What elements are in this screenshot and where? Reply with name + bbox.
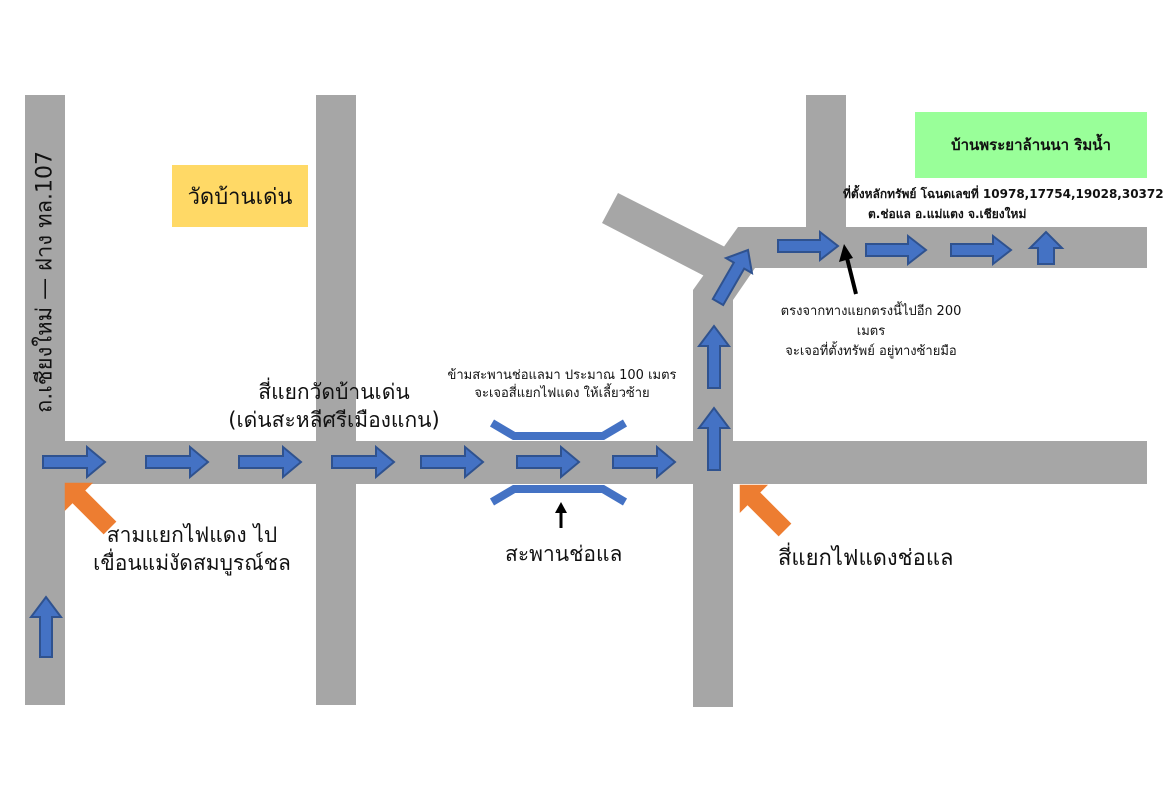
route-arrow-right [865, 233, 928, 267]
temple-label: วัดบ้านเด่น [187, 184, 293, 210]
four-way-temple-line2: (เด่นสะหลีศรีเมืองแกน) [228, 408, 440, 433]
road-main-horizontal [25, 441, 1147, 484]
straight-note-line2: เมตร [856, 324, 886, 340]
route-arrow-right [145, 444, 210, 480]
route-arrow-diagonal [711, 248, 754, 307]
bridge-lower-rail [489, 485, 628, 506]
three-way-line2: เขื่อนแม่งัดสมบูรณ์ชล [93, 551, 291, 576]
landmark-arrow-four-way-chorlae [739, 484, 792, 537]
straight-note-line3: จะเจอที่ตั้งทรัพย์ อยู่ทางซ้ายมือ [785, 344, 957, 360]
four-way-temple-line1: สี่แยกวัดบ้านเด่น [258, 380, 410, 404]
deed-info-line2: ต.ช่อแล อ.แม่แตง จ.เชียงใหม่ [868, 207, 1027, 221]
pointer-bridge [555, 502, 567, 528]
bridge-note: ข้ามสะพานช่อแลมา ประมาณ 100 เมตร จะเจอสี… [432, 367, 692, 402]
four-way-temple-label: สี่แยกวัดบ้านเด่น (เด่นสะหลีศรีเมืองแกน) [222, 378, 446, 435]
destination-box: บ้านพระยาล้านนา ริมน้ำ [915, 112, 1147, 178]
route-arrow-up [697, 324, 731, 389]
road-destination-north [806, 95, 846, 255]
route-arrow-up [29, 595, 63, 658]
pointer-destination-junction [839, 244, 858, 295]
straight-note-line1: ตรงจากทางแยกตรงนี้ไปอีก 200 [780, 304, 962, 319]
three-way-line1: สามแยกไฟแดง ไป [106, 523, 278, 547]
road-label-chiangmai-fang: ถ.เชียงใหม่ — ฝาง ทล.107 [32, 150, 58, 414]
route-arrow-up [1027, 230, 1065, 265]
bridge-label: สะพานช่อแล [505, 542, 623, 566]
pointer-arrows [555, 244, 858, 528]
three-way-label: สามแยกไฟแดง ไป เขื่อนแม่งัดสมบูรณ์ชล [78, 521, 306, 578]
four-way-chorlae-label: สี่แยกไฟแดงช่อแล [778, 546, 954, 571]
route-arrow-right [331, 444, 396, 480]
deed-info-line1: ที่ตั้งหลักทรัพย์ โฉนดเลขที่ 10978,17754… [843, 187, 1164, 201]
route-arrow-right [950, 233, 1013, 267]
route-arrow-right [420, 444, 485, 480]
route-arrow-right [516, 444, 581, 480]
straight-note: ตรงจากทางแยกตรงนี้ไปอีก 200 เมตร จะเจอที… [766, 302, 976, 362]
landmark-arrow-three-way [64, 482, 117, 535]
bridge-note-line2: จะเจอสี่แยกไฟแดง ให้เลี้ยวซ้าย [474, 385, 650, 401]
landmark-arrows [64, 482, 792, 537]
route-arrow-right [777, 229, 840, 263]
bridge-note-line1: ข้ามสะพานช่อแลมา ประมาณ 100 เมตร [447, 368, 677, 383]
route-arrow-right [42, 444, 107, 480]
road-temple-cross [316, 95, 356, 705]
route-arrow-right [238, 444, 303, 480]
route-arrow-right [612, 444, 677, 480]
destination-label: บ้านพระยาล้านนา ริมน้ำ [951, 136, 1111, 154]
temple-landmark-box: วัดบ้านเด่น [172, 165, 308, 227]
route-arrows [29, 229, 1065, 658]
road-branch-northwest [602, 193, 735, 282]
bridge-upper-rail [489, 419, 628, 440]
route-arrow-up [697, 406, 731, 471]
bridge-shape [489, 419, 628, 506]
